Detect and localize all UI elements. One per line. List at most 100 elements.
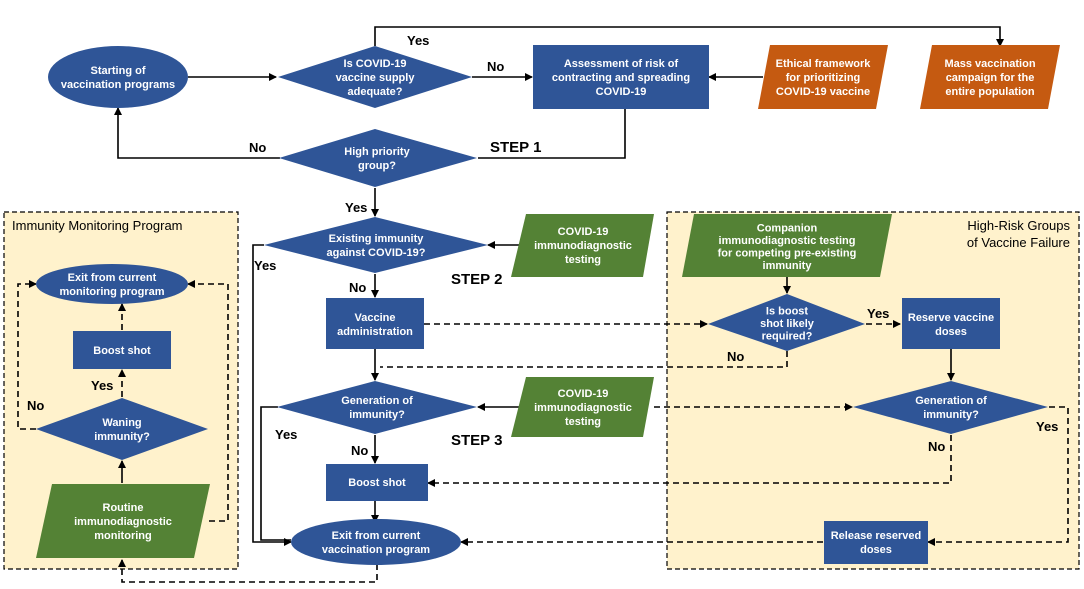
- node-existing-line: Existing immunity: [329, 233, 425, 245]
- node-supply-line: vaccine supply: [336, 72, 416, 84]
- node-exit-monitoring-label: Exit from current monitoring program: [59, 272, 164, 298]
- node-test1-line: immunodiagnostic: [534, 240, 632, 252]
- node-risk-assessment: [533, 45, 709, 109]
- node-generation-line: Generation of: [341, 395, 413, 407]
- node-reserve-doses: [902, 298, 1000, 349]
- node-release-line: Release reserved: [831, 530, 922, 542]
- label-supply-no: No: [487, 59, 504, 74]
- node-supply-decision: [278, 46, 472, 108]
- node-exit-mon-line: monitoring program: [59, 286, 164, 298]
- node-ethical-line: Ethical framework: [776, 58, 872, 70]
- node-test2-line: COVID-19: [558, 388, 609, 400]
- node-companion-line: for competing pre-existing: [718, 247, 857, 259]
- node-start: [48, 46, 188, 108]
- node-risk-line: COVID-19: [596, 86, 647, 98]
- node-generation-hr-decision: [853, 381, 1048, 434]
- node-test2-line: testing: [565, 416, 601, 428]
- node-vaccine-admin-line: administration: [337, 326, 413, 338]
- node-existing-label: Existing immunity against COVID-19?: [326, 233, 425, 259]
- node-test1-line: testing: [565, 254, 601, 266]
- node-waning-line: immunity?: [94, 431, 150, 443]
- edge-boost-likely-no-to-generation: [380, 351, 788, 368]
- edge-priority-no-to-start: [114, 107, 280, 159]
- step-3-label: STEP 3: [451, 432, 502, 449]
- edge-supply-yes-to-mass: [374, 26, 1004, 47]
- node-waning-line: Waning: [102, 417, 141, 429]
- node-generation-line: immunity?: [349, 409, 405, 421]
- node-test2-label: COVID-19 immunodiagnostic testing: [534, 388, 632, 428]
- node-priority-line: High priority: [344, 146, 410, 158]
- node-exit-vacc-line: vaccination program: [322, 544, 430, 556]
- node-risk-label: Assessment of risk of contracting and spr…: [552, 58, 690, 98]
- node-boost-likely-line: shot likely: [760, 318, 815, 330]
- edge-risk-to-priority: [478, 109, 626, 159]
- edge-generation-hr-no-to-boost: [427, 435, 952, 487]
- region-high-risk-title-line1: High-Risk Groups: [967, 218, 1070, 233]
- node-exit-mon-line: Exit from current: [68, 272, 157, 284]
- edge-labels: Yes No No Yes Yes No Yes No Yes No Yes N…: [27, 33, 1058, 458]
- label-generation-no: No: [351, 443, 368, 458]
- node-waning-decision: [36, 398, 208, 460]
- node-test1-line: COVID-19: [558, 226, 609, 238]
- node-exit-vacc-line: Exit from current: [332, 530, 421, 542]
- node-vaccine-admin-line: Vaccine: [355, 312, 396, 324]
- node-exit-vaccination: [291, 519, 461, 565]
- step-1-label: STEP 1: [490, 139, 541, 156]
- node-boost-likely-line: Is boost: [766, 306, 809, 318]
- node-test2-data: [511, 377, 654, 437]
- node-risk-line: contracting and spreading: [552, 72, 690, 84]
- node-vaccine-administration: [326, 298, 424, 349]
- node-test2-line: immunodiagnostic: [534, 402, 632, 414]
- edge-generation-yes-to-exit: [260, 406, 291, 541]
- node-boost-main-line: Boost shot: [348, 477, 406, 489]
- node-companion-line: immunity: [763, 260, 813, 272]
- node-companion-testing: [682, 214, 892, 277]
- node-start-line: Starting of: [91, 65, 146, 77]
- node-test1-data: [511, 214, 654, 277]
- edge-routine-to-exit-mon: [187, 280, 229, 522]
- node-boost-mon-line: Boost shot: [93, 345, 151, 357]
- label-generation-yes: Yes: [275, 427, 297, 442]
- node-mass-line: entire population: [945, 86, 1035, 98]
- region-high-risk-title-line2: of Vaccine Failure: [967, 235, 1070, 250]
- node-mass-line: campaign for the: [946, 72, 1035, 84]
- nodes: Starting of vaccination programs Is COVID…: [36, 45, 1060, 565]
- node-boost-likely-decision: [708, 294, 865, 351]
- label-supply-yes: Yes: [407, 33, 429, 48]
- edge-existing-yes-to-exit: [252, 244, 292, 546]
- edge-exit-to-routine: [118, 559, 378, 583]
- label-priority-no: No: [249, 140, 266, 155]
- node-start-label: Starting of vaccination programs: [61, 65, 175, 91]
- node-boost-main-label: Boost shot: [348, 477, 406, 489]
- node-start-line: vaccination programs: [61, 79, 175, 91]
- node-exit-monitoring: [36, 264, 188, 304]
- node-release-doses: [824, 521, 928, 564]
- node-generation-hr-line: immunity?: [923, 409, 979, 421]
- node-existing-line: against COVID-19?: [326, 247, 425, 259]
- label-priority-yes: Yes: [345, 200, 367, 215]
- label-boost-likely-no: No: [727, 349, 744, 364]
- node-boost-monitoring-label: Boost shot: [93, 345, 151, 357]
- node-mass-label: Mass vaccination campaign for the entire p…: [944, 58, 1035, 98]
- node-reserve-line: doses: [935, 326, 967, 338]
- node-mass-line: Mass vaccination: [944, 58, 1035, 70]
- node-boost-monitoring: [73, 331, 171, 369]
- label-generation-hr-no: No: [928, 439, 945, 454]
- label-boost-likely-yes: Yes: [867, 306, 889, 321]
- node-ethical-line: for prioritizing: [786, 72, 861, 84]
- node-routine-line: Routine: [103, 502, 144, 514]
- node-ethical-line: COVID-19 vaccine: [776, 86, 870, 98]
- label-existing-no: No: [349, 280, 366, 295]
- node-routine-line: monitoring: [94, 530, 151, 542]
- edge-generation-hr-yes-to-release: [927, 406, 1069, 546]
- node-companion-line: immunodiagnostic testing: [719, 235, 856, 247]
- node-risk-line: Assessment of risk of: [564, 58, 679, 70]
- dashed-edges: [17, 280, 1069, 583]
